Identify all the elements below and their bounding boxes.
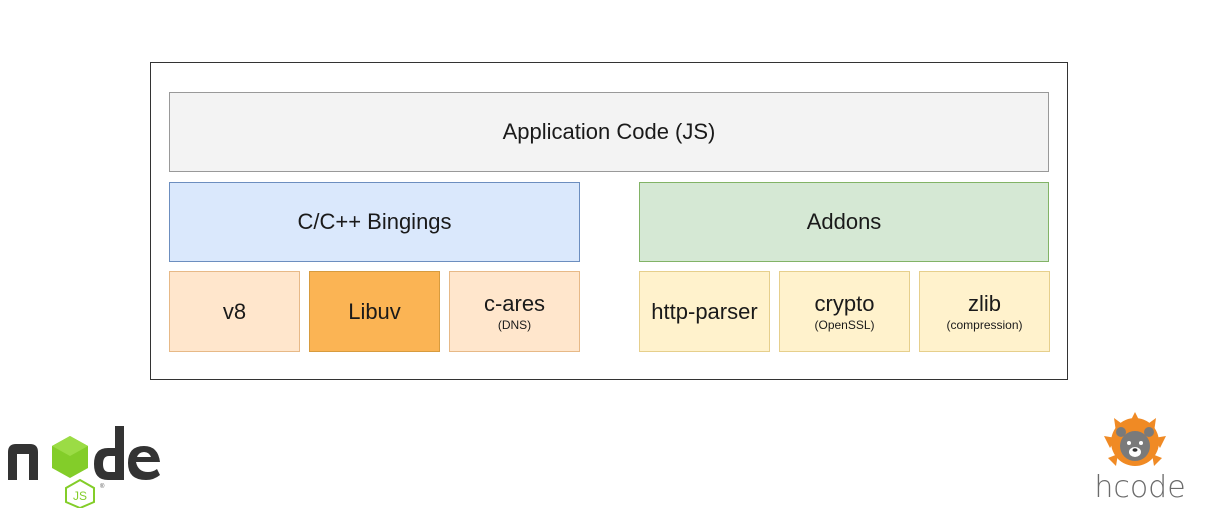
addons-layer: Addons: [639, 182, 1049, 262]
dependency-name: Libuv: [348, 298, 401, 324]
dependency-subtitle: (compression): [946, 317, 1023, 332]
svg-text:®: ®: [100, 483, 105, 490]
dependency-libuv: Libuv: [309, 271, 440, 352]
dependency-subtitle: (DNS): [497, 317, 532, 332]
hcode-logo-icon: [1104, 412, 1166, 466]
dependency-zlib: zlib (compression): [919, 271, 1050, 352]
dependency-subtitle: (OpenSSL): [814, 317, 875, 332]
bindings-label: C/C++ Bingings: [297, 209, 452, 235]
dependency-c-ares: c-ares (DNS): [449, 271, 580, 352]
dependency-name: c-ares: [483, 290, 546, 316]
bindings-layer: C/C++ Bingings: [169, 182, 580, 262]
nodejs-logo: JS ®: [8, 426, 160, 508]
application-code-layer: Application Code (JS): [169, 92, 1049, 172]
dependency-name: http-parser: [651, 298, 758, 324]
addons-label: Addons: [806, 209, 882, 235]
dependency-name: v8: [222, 298, 247, 324]
dependency-v8: v8: [169, 271, 300, 352]
nodejs-badge-text: JS: [73, 489, 87, 503]
dependency-http-parser: http-parser: [639, 271, 770, 352]
application-code-label: Application Code (JS): [502, 119, 716, 145]
dependency-name: crypto: [814, 290, 875, 316]
dependency-name: zlib: [967, 290, 1001, 316]
hcode-logo-text: hcode: [1094, 470, 1186, 505]
dependency-crypto: crypto (OpenSSL): [779, 271, 910, 352]
